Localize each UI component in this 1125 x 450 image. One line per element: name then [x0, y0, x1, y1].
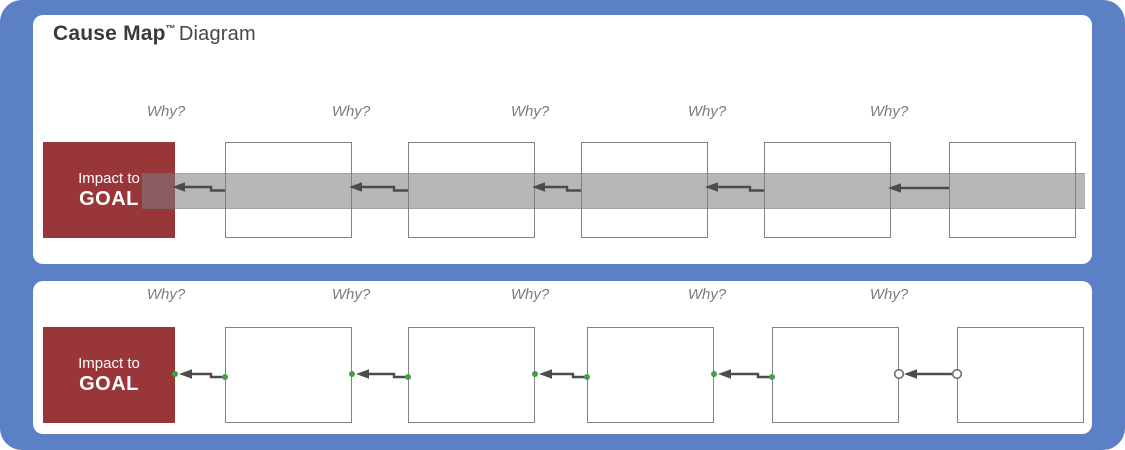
arrowhead-icon [179, 369, 192, 379]
connector-arrow[interactable] [711, 369, 775, 380]
arrowhead-icon [172, 182, 185, 192]
endpoint-dot-green[interactable] [222, 374, 228, 380]
why-label: Why? [510, 103, 550, 120]
connector-line[interactable] [191, 372, 225, 379]
why-label: Why? [331, 286, 371, 303]
endpoint-dot-green[interactable] [532, 371, 538, 377]
connector-line[interactable] [544, 185, 581, 192]
endpoint-dot-green[interactable] [769, 374, 775, 380]
cause-box[interactable] [772, 327, 899, 423]
connectors-overlay [172, 368, 963, 380]
impact-goal-box[interactable]: Impact to GOAL [43, 327, 175, 423]
goal-line: GOAL [79, 188, 139, 210]
cause-box[interactable] [408, 327, 535, 423]
arrowhead-icon [904, 369, 917, 379]
arrowhead-icon [539, 369, 552, 379]
endpoint-dot-green[interactable] [349, 371, 355, 377]
arrowhead-icon [356, 369, 369, 379]
cause-box[interactable] [225, 327, 352, 423]
why-label: Why? [687, 286, 727, 303]
why-label: Why? [687, 103, 727, 120]
connectors-overlay [172, 182, 949, 193]
cause-box[interactable] [587, 327, 714, 423]
why-label: Why? [146, 103, 186, 120]
connector-arrow[interactable] [888, 183, 949, 193]
why-label: Why? [869, 103, 909, 120]
endpoint-circle-hollow[interactable] [951, 368, 963, 380]
endpoint-dot-green[interactable] [172, 371, 178, 377]
connector-line[interactable] [730, 372, 772, 379]
connector-line[interactable] [717, 185, 764, 192]
connector-arrow[interactable] [349, 369, 411, 380]
connector-line[interactable] [184, 185, 225, 192]
impact-line: Impact to [78, 355, 140, 372]
connector-line[interactable] [551, 372, 587, 379]
connector-arrow[interactable] [532, 369, 590, 380]
arrowhead-icon [888, 183, 901, 193]
cause-box[interactable] [957, 327, 1084, 423]
connector-arrow[interactable] [532, 182, 581, 192]
highlight-band [142, 173, 1085, 209]
endpoint-circle-hollow[interactable] [893, 368, 905, 380]
title-brand: Cause Map [53, 22, 166, 45]
goal-line: GOAL [79, 373, 139, 395]
why-label: Why? [510, 286, 550, 303]
impact-goal-box[interactable]: Impact to GOAL [43, 142, 175, 238]
connector-line[interactable] [368, 372, 408, 379]
arrowhead-icon [718, 369, 731, 379]
connector-arrow[interactable] [893, 368, 963, 380]
connector-arrow[interactable] [172, 369, 228, 380]
why-label: Why? [869, 286, 909, 303]
arrowhead-icon [532, 182, 545, 192]
endpoint-dot-green[interactable] [584, 374, 590, 380]
connector-arrow[interactable] [705, 182, 764, 192]
why-label: Why? [146, 286, 186, 303]
endpoint-dot-green[interactable] [405, 374, 411, 380]
title-suffix: Diagram [178, 23, 256, 45]
connector-arrow[interactable] [172, 182, 225, 192]
title-trademark-icon: ™ [165, 24, 176, 35]
why-label: Why? [331, 103, 371, 120]
bottom-panel: Why? Why? Why? Why? Why? Impact to GOAL [33, 281, 1092, 434]
impact-line: Impact to [78, 170, 140, 187]
endpoint-dot-green[interactable] [711, 371, 717, 377]
arrowhead-icon [349, 182, 362, 192]
connector-line[interactable] [361, 185, 408, 192]
connector-arrow[interactable] [349, 182, 408, 192]
arrowhead-icon [705, 182, 718, 192]
